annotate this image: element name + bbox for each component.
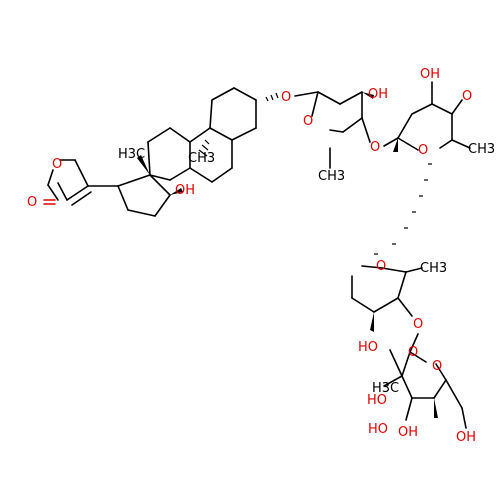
hydroxyl-sugar-4-c: OH — [398, 425, 418, 440]
sugar-ring-4 — [383, 333, 467, 429]
ring-oxygen-lactone: O — [52, 157, 62, 172]
hydroxyl-sugar-2: OH — [420, 67, 440, 82]
methyl-sugar-3: CH3 — [420, 261, 447, 276]
oxygen-overlap: O — [408, 345, 418, 360]
hydroxyl-c14: OH — [175, 183, 195, 198]
oxygen-sugar-2-right: O — [462, 89, 472, 104]
carbonyl-oxygen: O — [27, 195, 37, 210]
methyl-c10: CH3 — [188, 151, 215, 166]
ring-oxygen-sugar-4: O — [432, 359, 442, 374]
hydroxyl-sugar-1: OH — [368, 87, 388, 102]
steroid-stereo-bonds — [137, 92, 279, 195]
steroid-ring-c — [147, 127, 191, 181]
methyl-c13: H3C — [118, 147, 145, 162]
sugar-ring-3 — [351, 265, 423, 332]
butenolide-ring — [43, 159, 92, 206]
methyl-sugar-1: CH3 — [318, 169, 345, 184]
glycosidic-oxygen-3: O — [413, 317, 423, 332]
hydroxyl-sugar-3: HO — [358, 340, 378, 355]
steroid-ring-a — [209, 87, 257, 141]
methyl-overlap: H3C — [372, 381, 399, 396]
hydroxymethyl-sugar-4: OH — [456, 430, 476, 445]
ring-oxygen-sugar-1: O — [303, 114, 313, 129]
steroid-ring-b — [189, 127, 233, 183]
steroid-ring-d — [117, 174, 171, 217]
glycosidic-oxygen-1: O — [281, 90, 291, 105]
methyl-sugar-2: CH3 — [468, 142, 495, 157]
hydroxyl-sugar-4-b: HO — [368, 422, 388, 437]
atom-labels: O O H3C OH CH3 O O OH CH3 O O OH O CH3 O… — [27, 67, 495, 445]
hashed-linkage — [374, 163, 432, 255]
sugar-ring-1 — [294, 91, 374, 169]
ring-oxygen-sugar-3: O — [376, 259, 386, 274]
glycosidic-oxygen-2: O — [370, 140, 380, 155]
sugar-ring-2 — [383, 81, 471, 152]
ring-oxygen-sugar-2: O — [418, 143, 428, 158]
hydroxyl-sugar-4-a: HO — [367, 393, 387, 408]
